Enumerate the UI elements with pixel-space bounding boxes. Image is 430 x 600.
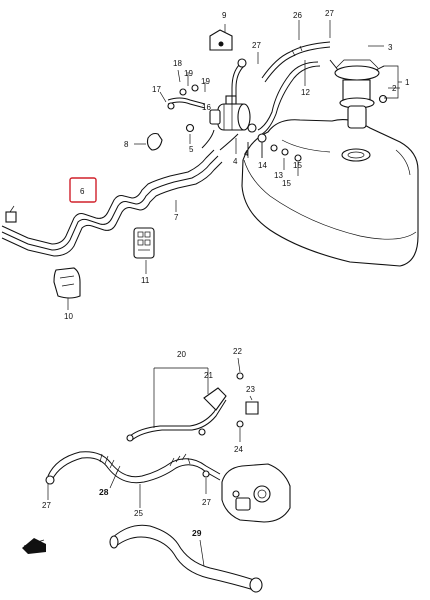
label-part-28: 28 — [99, 487, 109, 497]
label-part-6[interactable]: 6 — [80, 187, 85, 196]
label-part-1: 1 — [405, 78, 410, 87]
clamp-8 — [146, 132, 163, 151]
label-part-4-a: 4 — [233, 157, 238, 166]
label-part-15-b: 15 — [282, 179, 291, 188]
part-6-highlight[interactable] — [69, 177, 97, 203]
label-part-19-b: 19 — [201, 77, 210, 86]
front-arrow-icon — [22, 538, 46, 554]
fuel-filter — [209, 95, 251, 131]
fuel-pump-assembly — [329, 59, 388, 129]
label-part-17: 17 — [152, 85, 161, 94]
label-part-10: 10 — [64, 312, 73, 321]
label-part-11: 11 — [141, 276, 150, 285]
fittings-17-18-19 — [167, 84, 206, 133]
label-part-3: 3 — [388, 43, 393, 52]
pipe-to-canister — [231, 58, 247, 104]
label-part-12: 12 — [301, 88, 310, 97]
part-number-labels: 9 26 27 27 3 1 2 12 18 19 19 17 16 8 5 4… — [42, 9, 410, 538]
label-part-19-a: 19 — [184, 69, 193, 78]
clamp-11 — [133, 227, 155, 259]
label-part-29: 29 — [192, 528, 202, 538]
label-part-27-a: 27 — [325, 9, 334, 18]
label-part-23: 23 — [246, 385, 255, 394]
label-part-16: 16 — [202, 103, 211, 112]
label-part-24: 24 — [234, 445, 243, 454]
label-part-15-a: 15 — [293, 161, 302, 170]
pipe-12 — [257, 61, 321, 135]
throttle-body — [202, 463, 291, 523]
label-part-20: 20 — [177, 350, 186, 359]
label-part-13: 13 — [274, 171, 283, 180]
label-part-22: 22 — [233, 347, 242, 356]
leader-lines — [47, 20, 402, 567]
label-part-27-c: 27 — [42, 501, 51, 510]
fittings-22-23-24 — [236, 372, 259, 428]
pipe-bundle-5-6-7 — [1, 129, 239, 257]
fuel-tank — [241, 119, 419, 267]
hose-29 — [109, 524, 263, 593]
label-part-5: 5 — [189, 145, 194, 154]
label-part-27-b: 27 — [252, 41, 261, 50]
hose-25 — [45, 451, 221, 485]
label-part-8: 8 — [124, 140, 129, 149]
label-part-2: 2 — [392, 84, 397, 93]
clamp-10 — [53, 267, 81, 299]
label-part-4-b: 4 — [244, 149, 249, 158]
hose-26 — [261, 41, 331, 83]
pipe-20-bracket-21 — [126, 387, 227, 442]
label-part-25: 25 — [134, 509, 143, 518]
label-part-7: 7 — [174, 213, 179, 222]
label-part-9: 9 — [222, 11, 227, 20]
label-part-21: 21 — [204, 371, 213, 380]
label-part-18: 18 — [173, 59, 182, 68]
clamp-9 — [209, 29, 233, 51]
label-part-26: 26 — [293, 11, 302, 20]
label-part-14: 14 — [258, 161, 267, 170]
label-part-27-d: 27 — [202, 498, 211, 507]
